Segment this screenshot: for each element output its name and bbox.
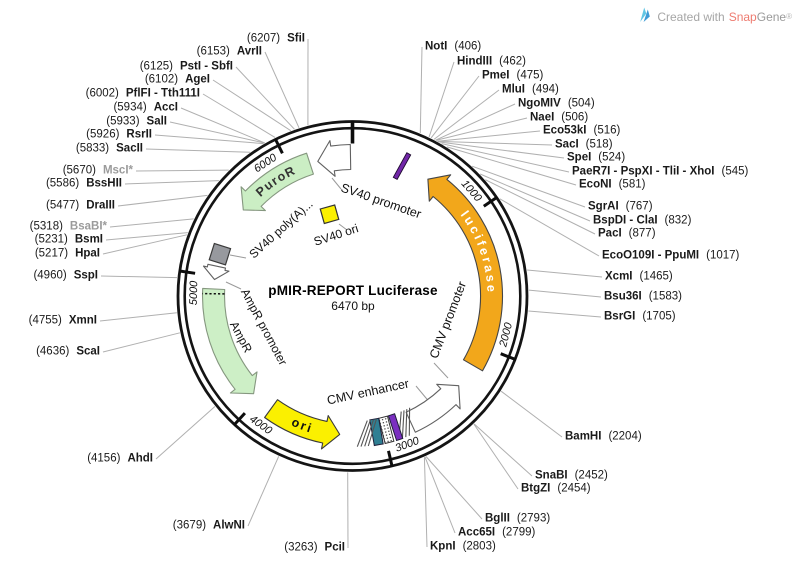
site-leader-line (430, 75, 480, 139)
site-leader-line (485, 179, 596, 235)
site-leader-line (441, 143, 570, 173)
feature-puror (240, 152, 314, 212)
feature-leader-line (225, 281, 242, 290)
tick-mark (232, 412, 247, 427)
feature-leader-line (331, 177, 342, 190)
site-leader-line (500, 390, 563, 438)
snapgene-logo-icon (638, 7, 651, 26)
site-leader-line (154, 134, 264, 145)
site-leader-line (124, 180, 219, 185)
watermark-brand-gene: Gene (756, 9, 787, 24)
tick-mark (387, 450, 394, 468)
feature-sv40-ori-box (319, 204, 340, 225)
feature-purple-sliver (392, 152, 412, 181)
site-leader-line (437, 140, 553, 146)
site-leader-line (419, 46, 423, 134)
plasmid-backbone-ring (176, 120, 529, 472)
site-leader-line (435, 103, 516, 141)
watermark-registered-mark: ® (786, 12, 792, 21)
site-leader-line (438, 141, 565, 159)
feature-mcs-dotted-box (378, 415, 395, 445)
site-leader-line (155, 406, 216, 460)
feature-cmv-promoter-arrow (405, 383, 461, 433)
tick-mark (178, 269, 196, 275)
site-leader-line (102, 234, 188, 255)
site-leader-line (202, 93, 276, 138)
site-leader-line (105, 232, 188, 241)
site-leader-line (473, 423, 519, 490)
site-leader-line (425, 456, 483, 520)
feature-sv40-promoter-arrow (317, 140, 352, 177)
site-leader-line (437, 130, 541, 142)
site-leader-line (528, 310, 602, 318)
site-leader-line (235, 66, 295, 130)
site-leader-line (247, 456, 280, 527)
site-leader-line (264, 51, 300, 129)
tick-mark (273, 137, 284, 154)
feature-ori (264, 399, 341, 450)
feature-ampr (201, 287, 258, 395)
site-leader-line (145, 148, 251, 153)
site-leader-line (428, 61, 455, 138)
site-leader-line (424, 456, 456, 534)
site-leader-line (117, 194, 208, 207)
features-layer (201, 140, 504, 450)
site-leader-line (528, 289, 602, 298)
site-leader-line (499, 198, 600, 257)
site-leader-lines (99, 38, 603, 549)
site-leader-line (169, 121, 265, 144)
feature-mcs-hatch-2 (356, 419, 377, 447)
site-leader-line (446, 146, 577, 186)
site-leader-line (479, 173, 591, 222)
site-leader-line (100, 275, 178, 279)
tick-label: 5000 (188, 280, 200, 306)
site-leader-line (473, 423, 533, 477)
feature-sv40-polya-box (208, 242, 232, 266)
feature-luciferase (427, 174, 504, 372)
feature-ampr-promoter-arrow (202, 263, 230, 281)
tick-mark (500, 352, 517, 362)
site-leader-line (99, 312, 177, 322)
site-leader-line (433, 89, 500, 140)
site-leader-line (212, 79, 292, 132)
site-leader-line (109, 218, 194, 228)
feature-leader-line (229, 254, 247, 259)
site-leader-line (180, 107, 265, 144)
watermark-prefix: Created with (657, 9, 725, 24)
watermark-brand-snap: Snap (728, 9, 757, 24)
tick-mark (482, 195, 499, 208)
site-leader-line (435, 117, 528, 141)
feature-mcs-purple-box (387, 413, 404, 442)
feature-leader-line (433, 362, 449, 379)
site-leader-line (527, 269, 603, 278)
feature-leader-line (338, 223, 348, 231)
feature-leader-lines (225, 177, 449, 405)
site-leader-line (471, 165, 586, 208)
site-leader-line (135, 169, 229, 172)
site-leader-line (423, 457, 428, 548)
site-leader-line (102, 332, 181, 353)
tick-marks (178, 120, 517, 468)
